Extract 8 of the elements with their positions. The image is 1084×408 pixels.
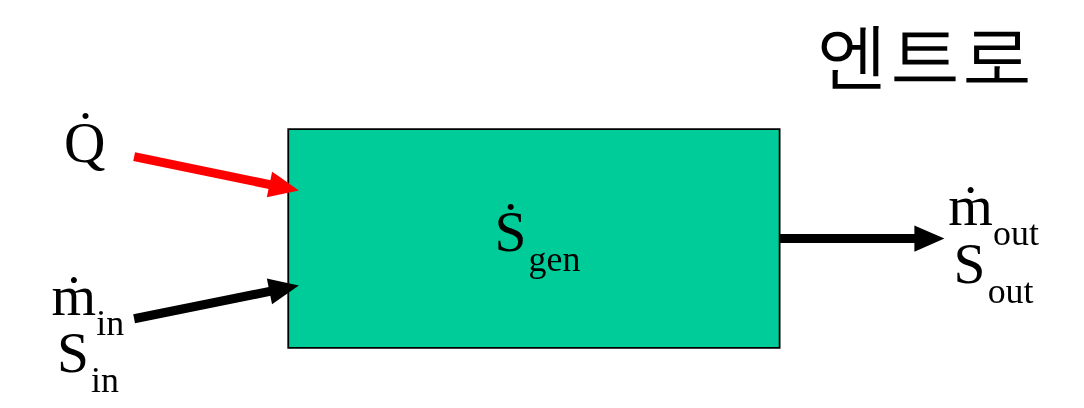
arrow bbox=[133, 278, 299, 324]
node-text: Q̇ bbox=[64, 110, 106, 174]
node-text: ṁ$_{out}$ S$_{out}$ bbox=[948, 174, 1039, 311]
node-box: Ṡ$_{gen}$ bbox=[287, 128, 781, 349]
diagram-title: 엔트로 bbox=[817, 15, 1034, 96]
node-text: ṁ$_{in}$ S$_{in}$ bbox=[51, 263, 125, 401]
arrow bbox=[780, 225, 945, 252]
arrow bbox=[133, 152, 299, 198]
